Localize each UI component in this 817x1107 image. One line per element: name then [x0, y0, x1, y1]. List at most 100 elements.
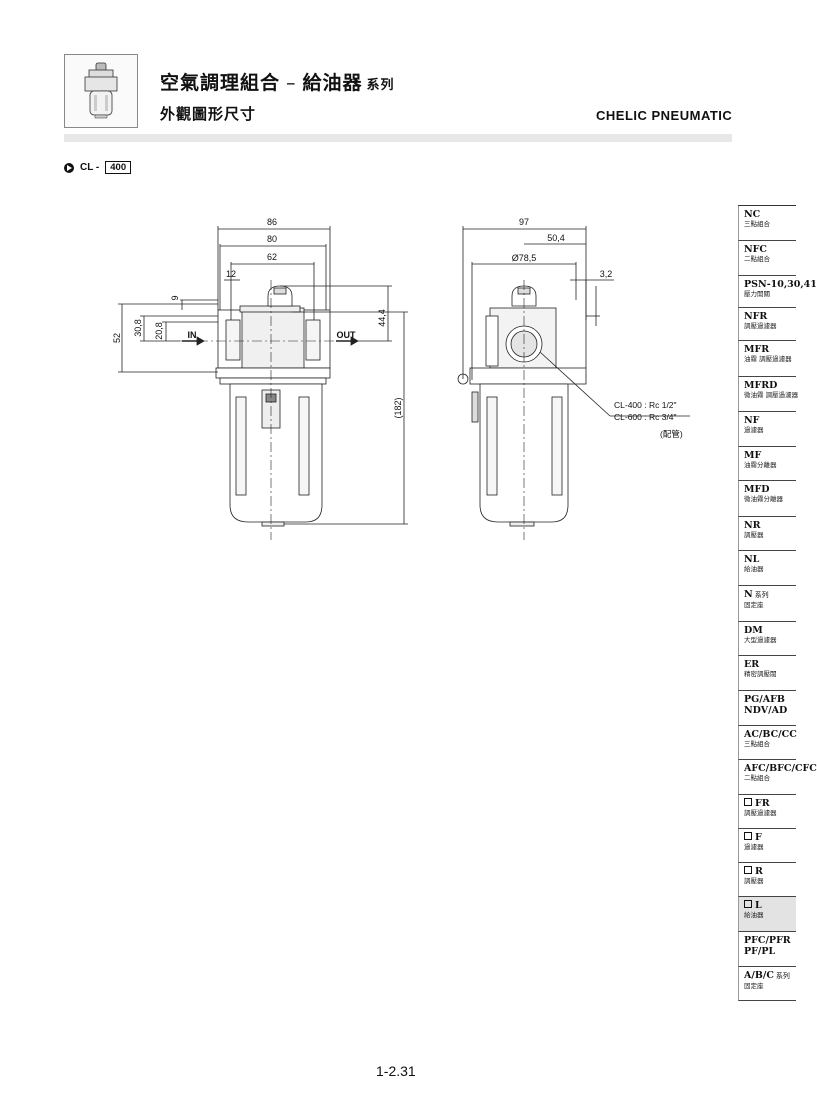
sidebar-tab-desc: 油霧分離器	[744, 461, 777, 469]
page-title: 空氣調理組合–給油器系列	[160, 68, 395, 95]
sidebar-tab-code: NL	[744, 554, 796, 565]
label-out: OUT	[337, 330, 357, 340]
sidebar-tab-desc: 三點組合	[744, 220, 770, 228]
title-product: 給油器	[302, 72, 363, 94]
sidebar-tab-code-text: R	[755, 866, 763, 877]
dim-62: 62	[267, 252, 277, 262]
label-in: IN	[188, 330, 197, 340]
dim-9: 9	[170, 295, 180, 300]
sidebar-tab-code: F	[744, 832, 796, 843]
sidebar-tab-code: AFC/BFC/CFC	[744, 763, 817, 774]
dim-12: 12	[226, 269, 236, 279]
sidebar-tab-desc: 微油霧分離器	[744, 495, 783, 503]
sidebar-tab-code-text: MFRD	[744, 380, 778, 391]
sidebar-tab-code: MFD	[744, 484, 796, 495]
dim-50-4: 50,4	[547, 233, 565, 243]
sidebar-tab-code-text: NL	[744, 554, 760, 565]
sidebar-tab-code: ER	[744, 659, 796, 670]
dimension-drawing: 86 80 62 12 9 52 30,8 20,8 44,4 (182) IN…	[112, 217, 690, 540]
sidebar-tab-code: L	[744, 900, 796, 911]
dim-52: 52	[112, 333, 122, 343]
sidebar-tab-desc: 二點組合	[744, 255, 770, 263]
dim-182: (182)	[393, 397, 403, 418]
sidebar-tab-desc: 大型過濾器	[744, 636, 777, 644]
lubricator-product-icon	[84, 62, 118, 119]
dim-20-8: 20,8	[154, 322, 164, 340]
checkbox-square-icon	[744, 866, 752, 874]
dim-80: 80	[267, 234, 277, 244]
sidebar-tab-desc: 二點組合	[744, 774, 770, 782]
sidebar-tab-code-2: NDV/AD	[744, 705, 788, 716]
sidebar-tab-desc: 油霧 調壓過濾器	[744, 355, 792, 363]
sidebar-tab-code-text: FR	[755, 798, 770, 809]
sidebar-tab-desc: 給油器	[744, 565, 764, 573]
dim-30-8: 30,8	[133, 319, 143, 337]
sidebar-tab-code-text: AFC/BFC/CFC	[744, 763, 817, 774]
sidebar-tab-desc: 過濾器	[744, 426, 764, 434]
sidebar-tab-code: NC	[744, 209, 796, 220]
sidebar-tab-code-text: MFR	[744, 344, 770, 355]
sidebar-tab-desc: 固定座	[744, 982, 764, 990]
play-bullet-icon	[64, 162, 74, 173]
sidebar-tab-code-text: ER	[744, 659, 760, 670]
sidebar-tab-code: MFRD	[744, 380, 796, 391]
page-number: 1-2.31	[376, 1063, 416, 1079]
sidebar-tab-desc: 調壓過濾器	[744, 322, 777, 330]
sidebar-tab-code-text: NF	[744, 415, 760, 426]
sidebar-tab-code-text: AC/BC/CC	[744, 729, 797, 740]
page-subtitle: 外觀圖形尺寸	[160, 105, 257, 123]
sidebar-tab-desc: 精密調壓閥	[744, 670, 777, 678]
sidebar-tab-code-text: PG/AFB	[744, 694, 785, 705]
sidebar-tab-code: NF	[744, 415, 796, 426]
dim-97: 97	[519, 217, 529, 227]
sidebar-tab-code-text: MFD	[744, 484, 770, 495]
sidebar-tab-code-text: NR	[744, 520, 761, 531]
sidebar-tab-code: MFR	[744, 344, 796, 355]
port-cl600: CL-600 : Rc 3/4"	[614, 412, 677, 422]
sidebar-tab-code-text: L	[755, 900, 762, 911]
sidebar-tab-series: 系列	[754, 592, 769, 599]
sidebar-tab-code: PG/AFB	[744, 694, 796, 705]
model-prefix: CL -	[80, 162, 100, 173]
checkbox-square-icon	[744, 900, 752, 908]
sidebar-tab-desc: 固定座	[744, 601, 764, 609]
title-series: 系列	[366, 78, 395, 93]
dim-3-2: 3,2	[600, 269, 613, 279]
sidebar-tab-desc: 過濾器	[744, 843, 764, 851]
sidebar-tab-code-text: MF	[744, 450, 762, 461]
port-piping: (配管)	[660, 429, 683, 439]
title-text: 空氣調理組合	[160, 72, 281, 94]
checkbox-square-icon	[744, 832, 752, 840]
sidebar-tab-code-text: NFC	[744, 244, 767, 255]
sidebar-tab-code: PSN-10,30,41	[744, 279, 817, 290]
dim-44-4: 44,4	[377, 309, 387, 327]
sidebar-tab-code-text: PSN-10,30,41	[744, 279, 817, 290]
sidebar-tab-code-text: N	[744, 589, 753, 600]
